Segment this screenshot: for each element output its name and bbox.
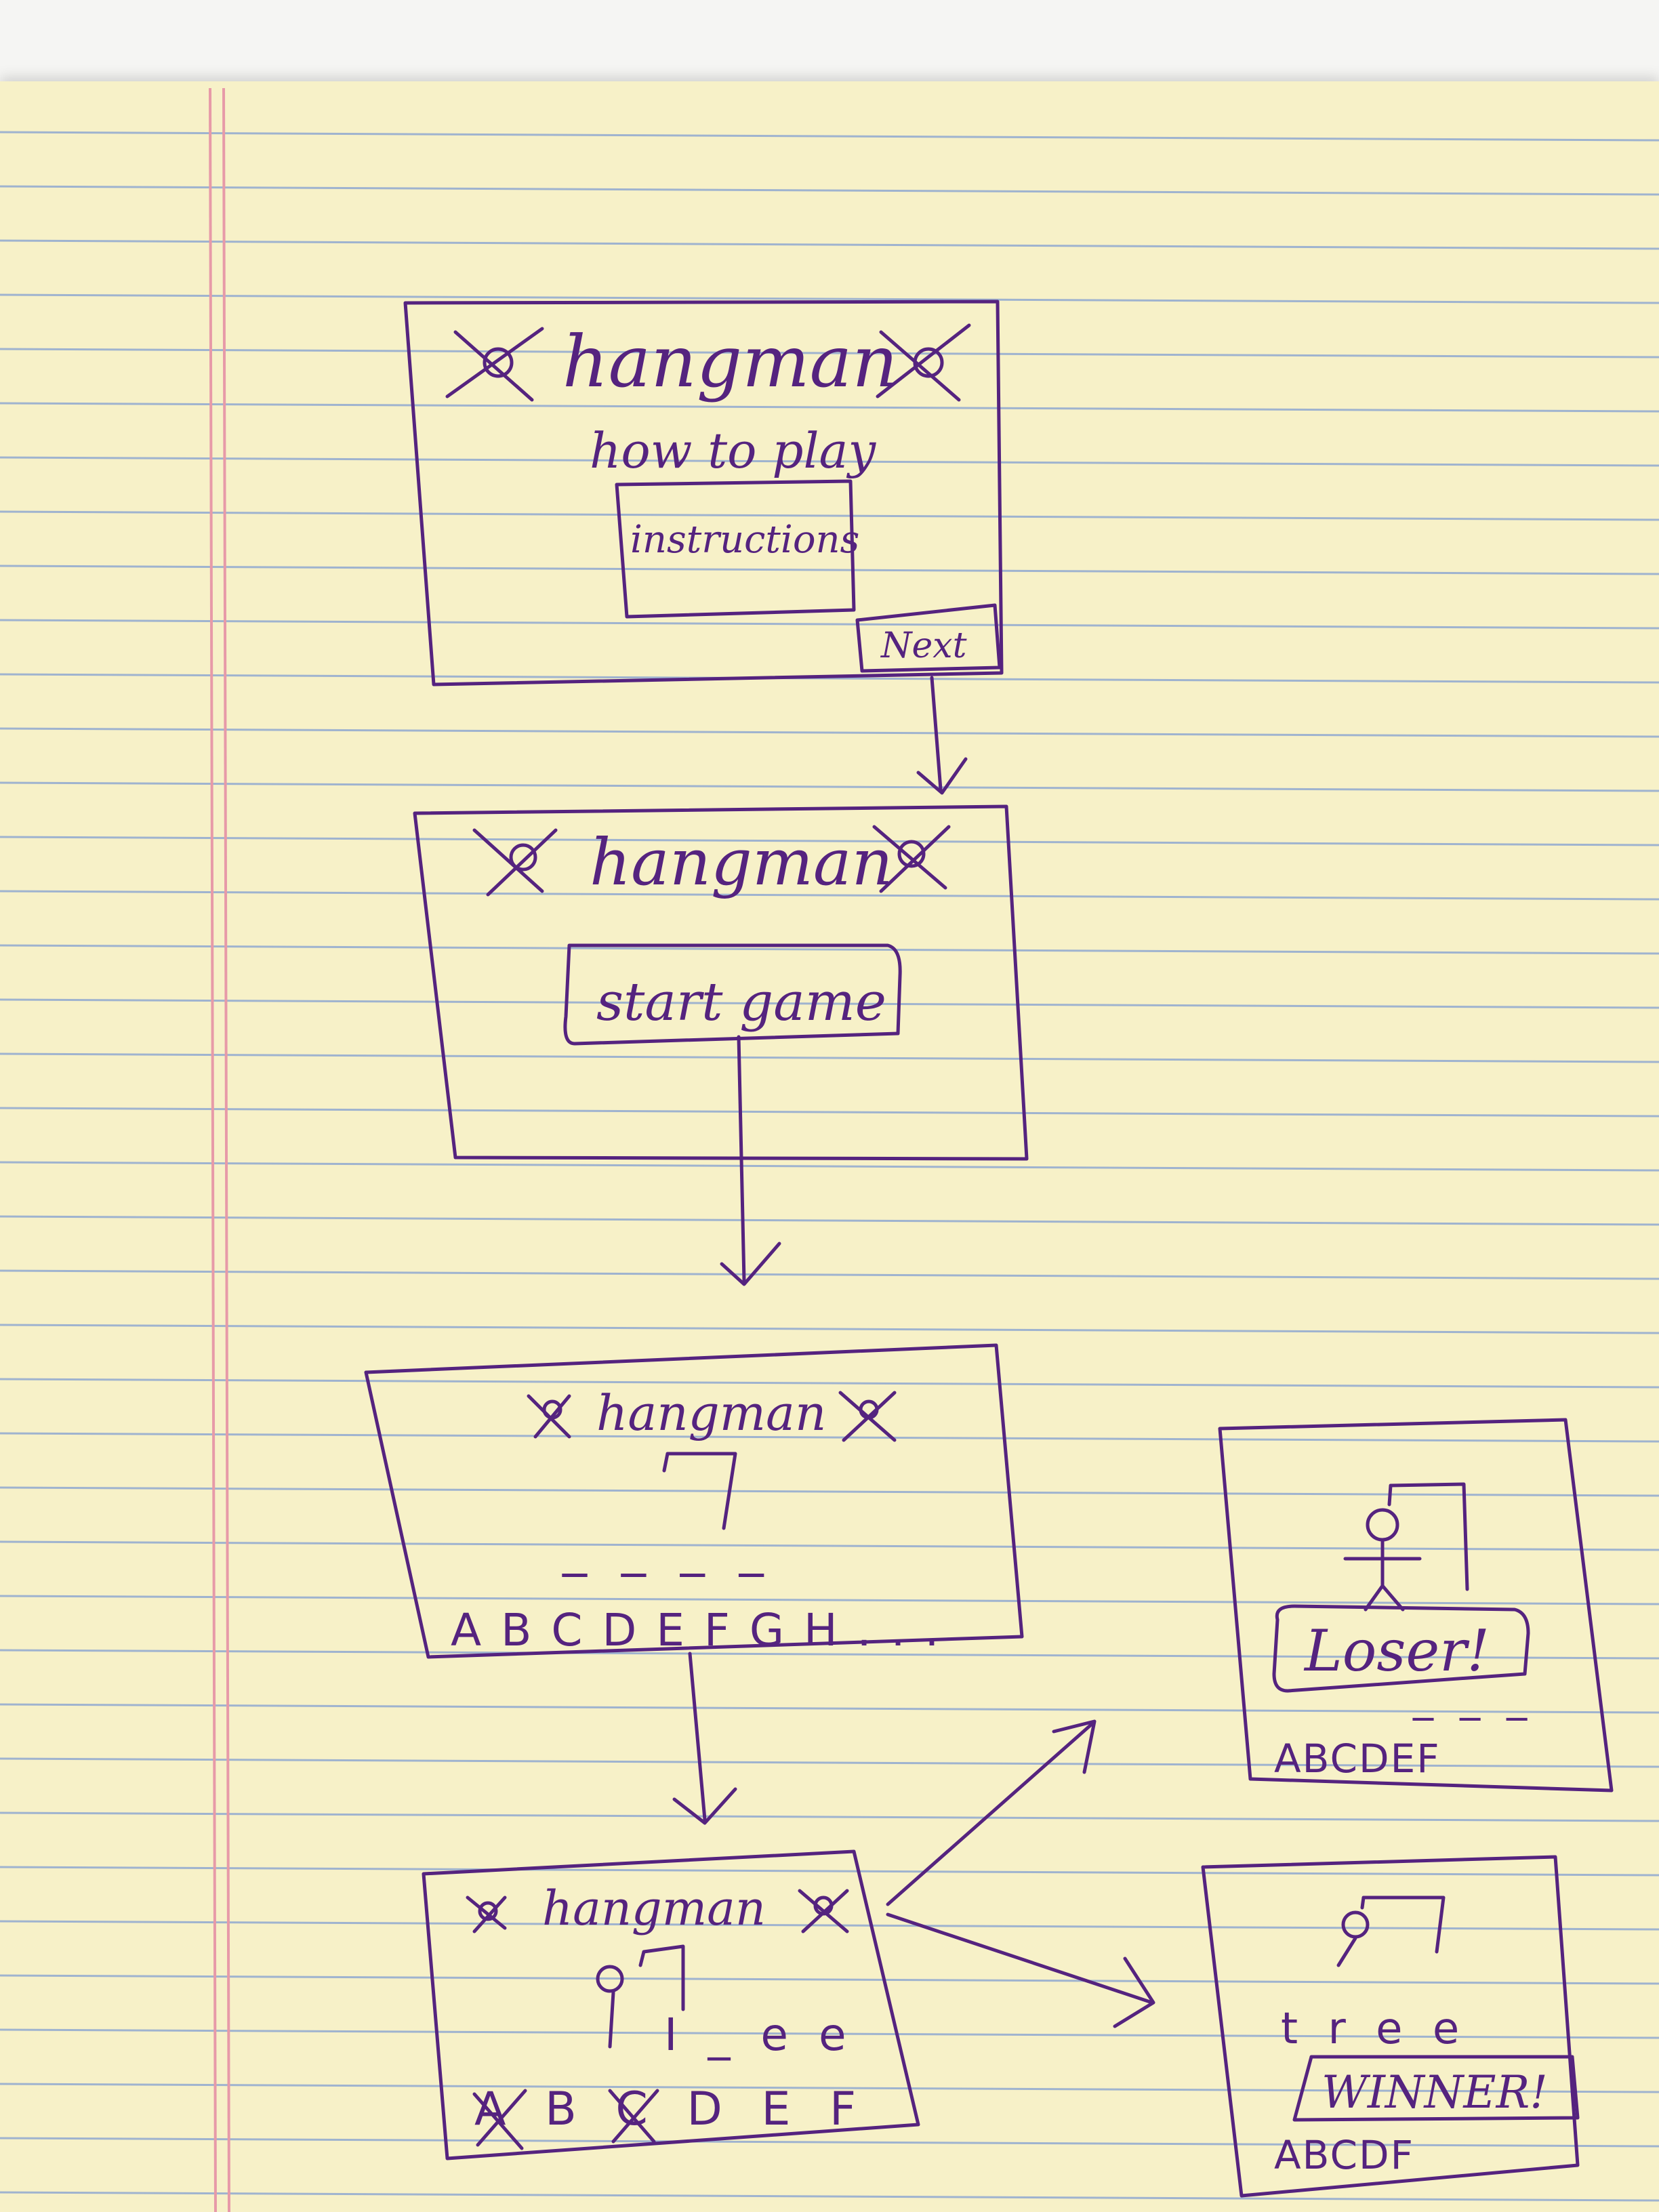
in-progress-screen: hangman I _ e e A B C D E F <box>422 1849 920 2160</box>
ruled-line <box>0 1324 1659 1334</box>
gallows-icon <box>662 1452 737 1530</box>
ruled-line <box>0 781 1659 792</box>
ruled-line <box>0 2191 1659 2202</box>
gallows-with-head-icon <box>596 1944 685 2049</box>
ruled-line <box>0 293 1659 304</box>
ruled-line <box>0 131 1659 142</box>
ruled-line <box>0 1703 1659 1714</box>
instructions-box <box>615 479 856 619</box>
ruled-line <box>0 1595 1659 1605</box>
screen-title: hangman <box>590 825 893 900</box>
ruled-line <box>0 1974 1659 1985</box>
star-logo-icon <box>472 828 558 897</box>
alphabet-row: ABCDF <box>1274 2132 1414 2178</box>
flow-arrow <box>720 1035 781 1286</box>
ruled-line <box>0 1161 1659 1172</box>
ruled-line <box>0 1378 1659 1389</box>
screen-title: hangman <box>596 1385 826 1441</box>
ruled-line <box>0 1866 1659 1877</box>
ruled-line <box>0 890 1659 901</box>
ruled-line <box>0 1920 1659 1931</box>
next-button-label: Next <box>880 626 967 666</box>
star-logo-icon <box>872 825 951 893</box>
ruled-line <box>0 1486 1659 1497</box>
ruled-line <box>0 402 1659 413</box>
flow-arrow <box>886 1912 1155 2028</box>
ruled-line <box>0 944 1659 955</box>
flow-arrow <box>886 1719 1097 1906</box>
ruled-line <box>0 239 1659 250</box>
next-button[interactable] <box>855 603 1002 673</box>
loser-banner-text: Loser! <box>1303 1618 1490 1684</box>
ruled-line <box>0 1432 1659 1443</box>
hanged-figure-icon <box>1343 1482 1469 1612</box>
ruled-line <box>0 348 1659 359</box>
start-game-button[interactable] <box>563 943 902 1046</box>
crossed-letter-mark <box>608 2089 659 2144</box>
ruled-line <box>0 510 1659 521</box>
alphabet-row: A B C D E F G H . . . <box>451 1604 942 1656</box>
star-logo-icon <box>876 323 971 402</box>
start-screen: hangman start game <box>413 804 1029 1161</box>
ruled-line <box>0 2083 1659 2093</box>
loser-screen: Loser! _ _ _ ABCDEF <box>1218 1418 1614 1793</box>
alphabet-row: ABCDEF <box>1274 1736 1441 1782</box>
screen-frame <box>1218 1418 1614 1793</box>
word-blanks: _ _ _ _ <box>562 1520 773 1577</box>
how-to-play-heading: how to play <box>590 422 876 479</box>
ruled-line <box>0 836 1659 846</box>
word-progress: I _ e e <box>664 2009 855 2061</box>
winner-screen: t r e e WINNER! ABCDF <box>1201 1855 1580 2198</box>
screen-frame <box>413 804 1029 1161</box>
game-screen: hangman _ _ _ _ A B C D E F G H . . . <box>364 1343 1024 1659</box>
ruled-line <box>0 998 1659 1009</box>
screen-frame <box>403 300 1004 687</box>
ruled-line <box>0 185 1659 196</box>
ruled-line <box>0 1540 1659 1551</box>
ruled-line <box>0 456 1659 467</box>
screen-frame <box>1201 1855 1580 2198</box>
ruled-line <box>0 1649 1659 1660</box>
ruled-line <box>0 565 1659 575</box>
star-logo-icon <box>466 1896 507 1933</box>
screen-title: hangman <box>562 321 898 403</box>
ruled-line <box>0 1757 1659 1768</box>
star-logo-icon <box>798 1889 849 1933</box>
ruled-line <box>0 2137 1659 2148</box>
instructions-screen: hangman how to play instructions Next <box>403 300 1004 687</box>
ruled-line <box>0 727 1659 738</box>
ruled-line <box>0 1052 1659 1063</box>
start-game-button-label: start game <box>596 972 886 1033</box>
ruled-line <box>0 619 1659 630</box>
winner-banner <box>1292 2055 1580 2122</box>
margin-line <box>209 87 217 2212</box>
ruled-line <box>0 1811 1659 1822</box>
ruled-line <box>0 673 1659 684</box>
screen-frame <box>422 1849 920 2160</box>
star-logo-icon <box>527 1394 571 1439</box>
screen-title: hangman <box>542 1881 766 1936</box>
ruled-lines <box>0 131 1659 2202</box>
gallows-with-head-icon <box>1336 1896 1446 1967</box>
ruled-line <box>0 1107 1659 1118</box>
ruled-line <box>0 1215 1659 1226</box>
winner-banner-text: WINNER! <box>1322 2066 1548 2118</box>
star-logo-icon <box>838 1391 897 1442</box>
word-blanks: _ _ _ <box>1412 1674 1534 1721</box>
notebook-paper <box>0 81 1659 2212</box>
screen-frame <box>364 1343 1024 1659</box>
crossed-letter-mark <box>472 2089 527 2150</box>
margin-line <box>222 87 230 2212</box>
ruled-line <box>0 2028 1659 2039</box>
word-revealed: t r e e <box>1281 2004 1467 2054</box>
instructions-text: instructions <box>630 518 859 562</box>
ruled-line <box>0 1269 1659 1280</box>
loser-banner <box>1272 1604 1530 1693</box>
flow-arrow <box>916 676 968 795</box>
star-logo-icon <box>445 327 544 402</box>
flow-arrow <box>672 1652 737 1825</box>
alphabet-row: A B C D E F <box>474 2083 868 2136</box>
